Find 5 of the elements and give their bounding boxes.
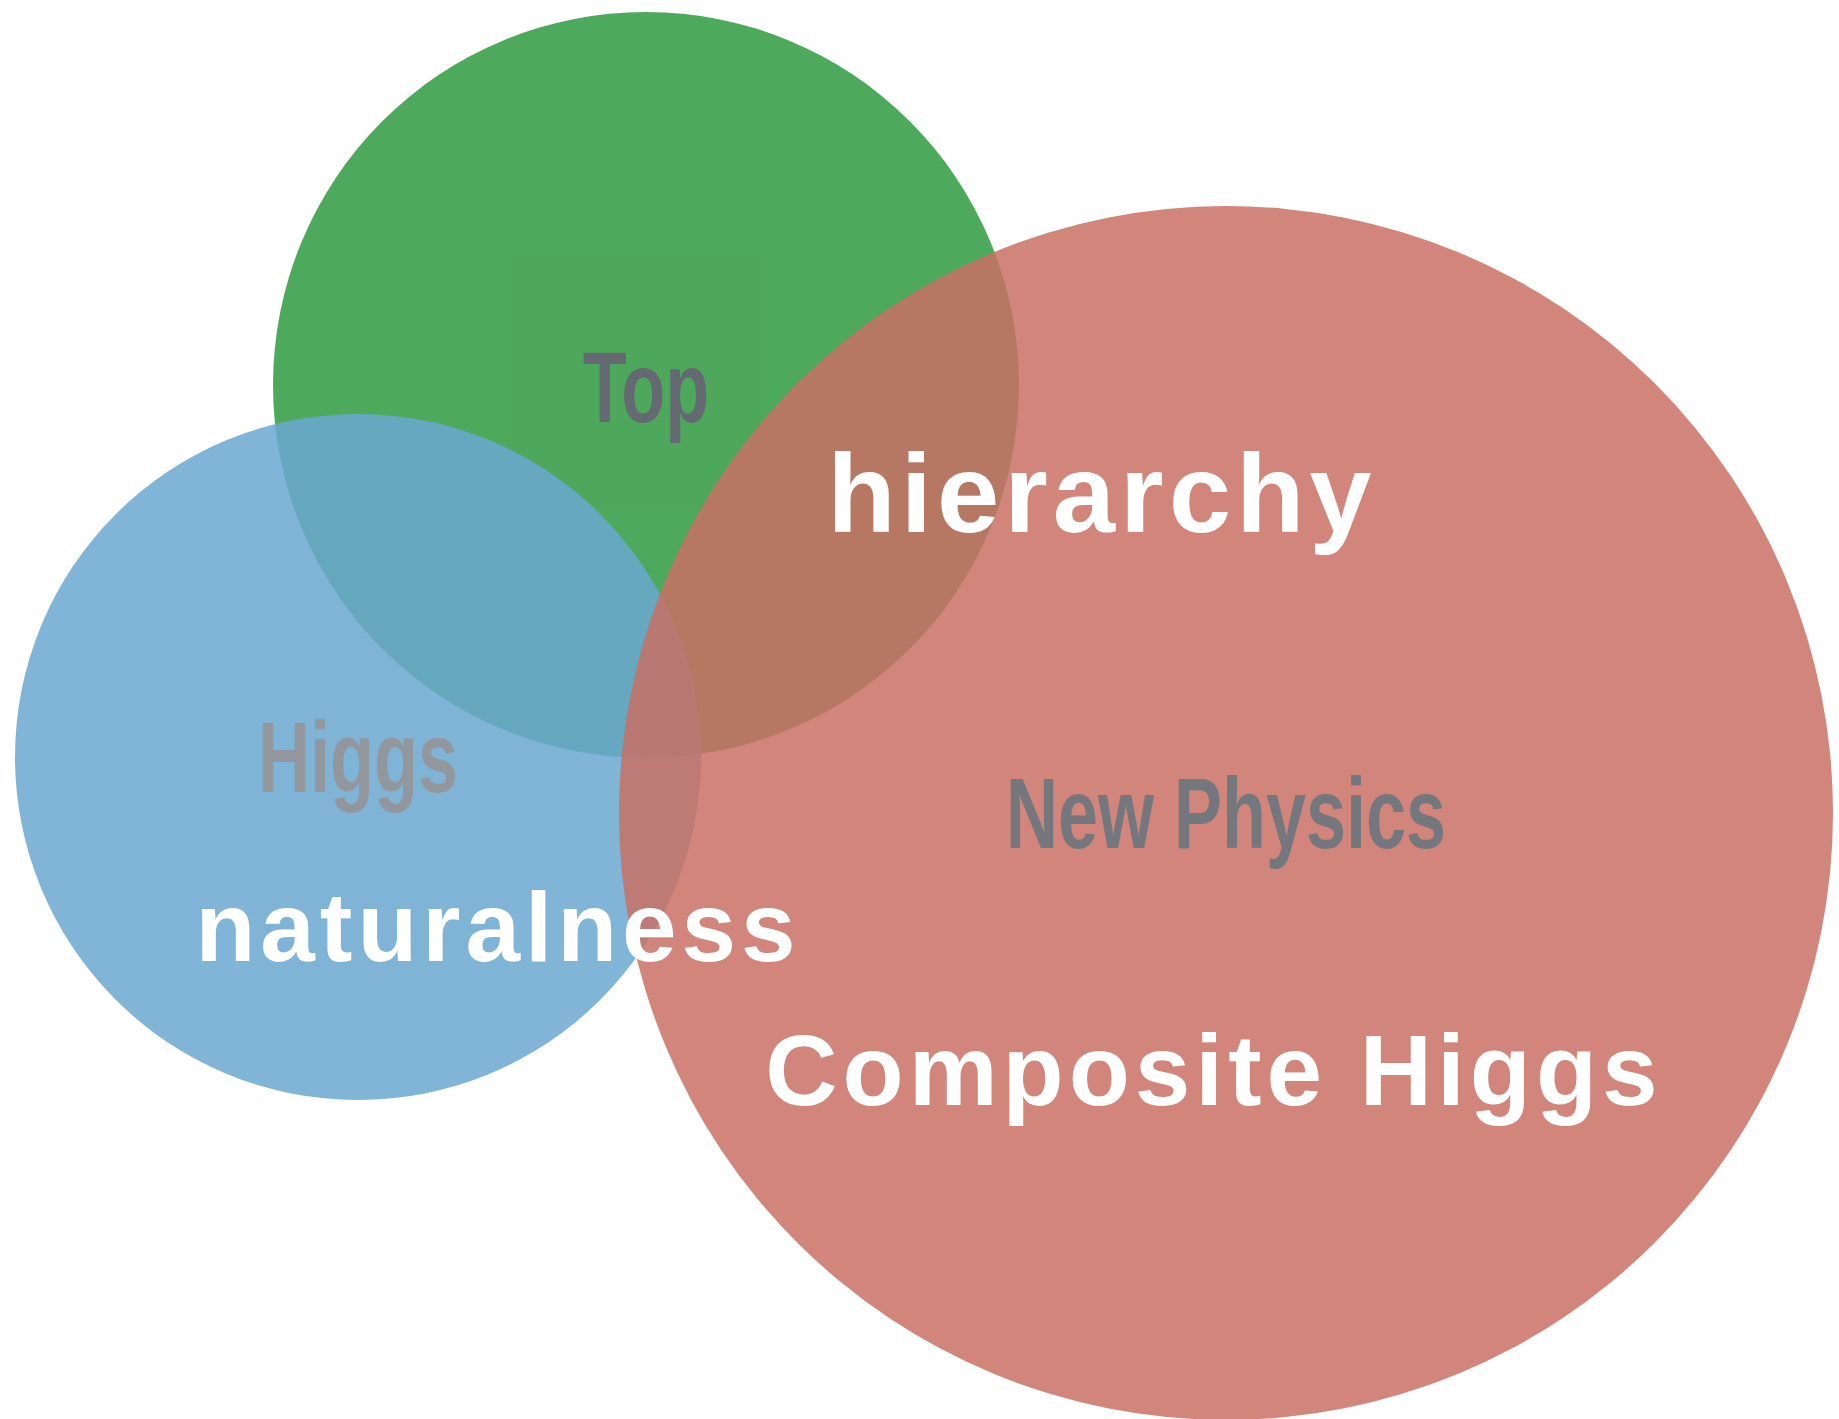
overlap-label: Composite Higgs (765, 1012, 1663, 1128)
circle-title: New Physics (1005, 755, 1447, 871)
circle-title: Top (582, 329, 710, 445)
overlap-label: hierarchy (827, 429, 1377, 558)
circle-title: Higgs (258, 699, 458, 815)
